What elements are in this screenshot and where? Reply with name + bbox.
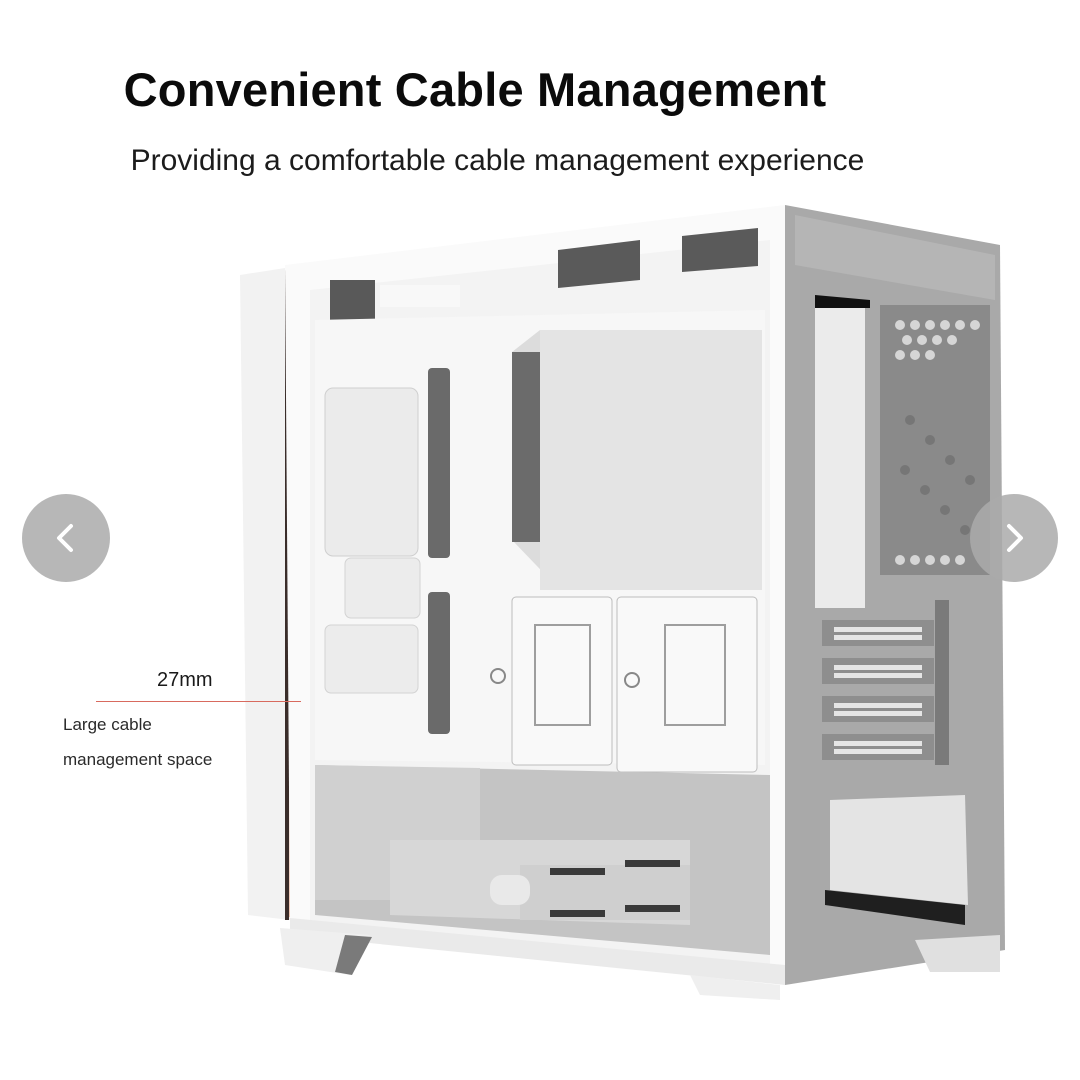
chevron-left-icon: [57, 524, 73, 552]
slide-subtitle: Providing a comfortable cable management…: [130, 144, 865, 177]
previous-slide-button[interactable]: [22, 494, 110, 582]
caption-line-1: Large cable: [63, 715, 152, 734]
next-slide-button[interactable]: [970, 494, 1058, 582]
cable-space-caption: Large cable management space: [63, 707, 212, 777]
caption-line-2: management space: [63, 750, 213, 769]
dimension-label: 27mm: [157, 669, 213, 691]
chevron-right-icon: [1007, 524, 1023, 552]
slide-title: Convenient Cable Management: [123, 63, 827, 116]
dimension-pointer-line: [96, 701, 301, 702]
